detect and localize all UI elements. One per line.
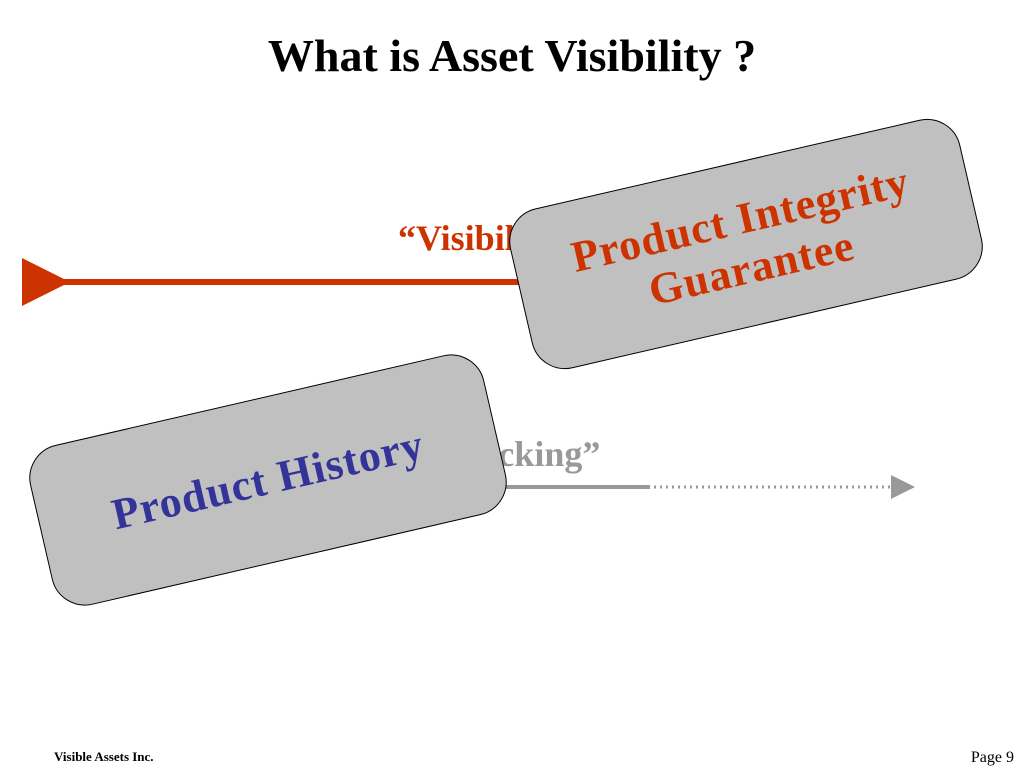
slide-title: What is Asset Visibility ? bbox=[267, 30, 757, 81]
footer-company: Visible Assets Inc. bbox=[54, 749, 154, 764]
product-history-label: Product History bbox=[107, 419, 429, 540]
footer-page-number: Page 9 bbox=[970, 749, 1014, 766]
